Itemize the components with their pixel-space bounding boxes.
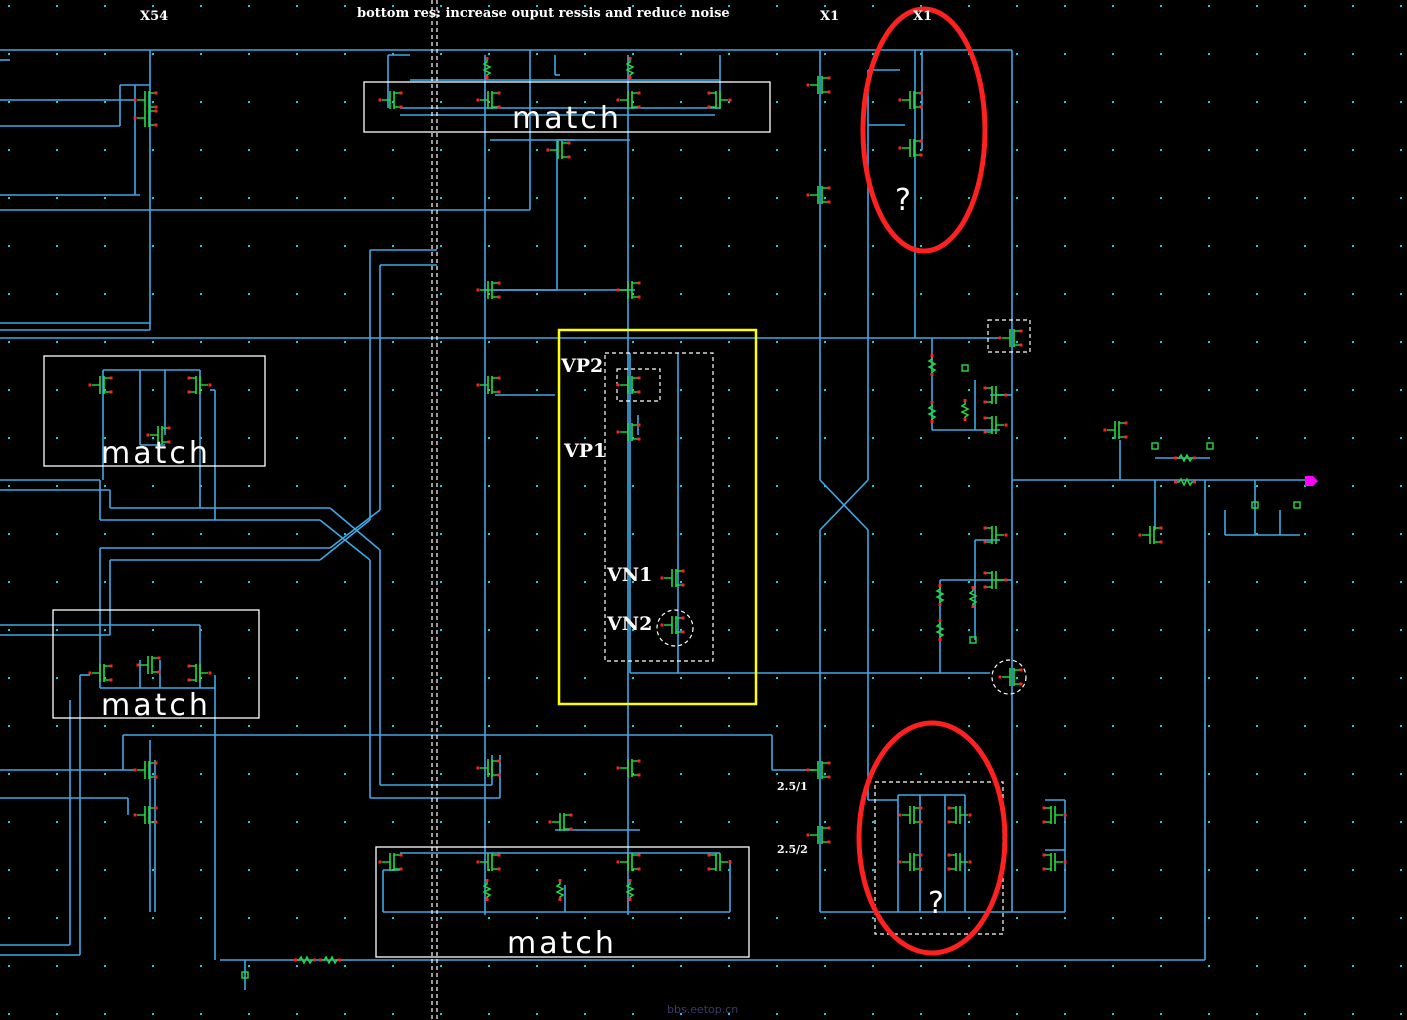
transistor-icon — [983, 571, 1008, 589]
size-label-a: 2.5/1 — [777, 780, 808, 793]
yellow-highlight-box — [557, 328, 758, 706]
resistor-icon — [960, 399, 970, 421]
transistor-icon — [806, 186, 831, 204]
transistor-icon — [898, 91, 923, 109]
output-pin-icon[interactable] — [1305, 476, 1318, 486]
transistor-icon — [898, 853, 923, 871]
resistor-icon — [294, 955, 316, 965]
net-label-vn1: VN1 — [607, 564, 653, 586]
transistor-icon — [616, 281, 641, 299]
transistor-icon — [136, 656, 161, 674]
transistor-icon — [1042, 806, 1067, 824]
pin-icon — [1151, 442, 1159, 450]
transistor-icon — [378, 91, 403, 109]
transistor-icon — [616, 759, 641, 777]
resistor-icon — [482, 57, 492, 79]
devices — [88, 57, 1301, 979]
label-x1-left: X1 — [820, 9, 840, 24]
grid-dots — [8, 5, 1402, 1015]
match-label-left1: match — [101, 436, 211, 471]
transistor-icon — [806, 76, 831, 94]
transistor-icon — [146, 426, 171, 444]
transistor-icon — [133, 91, 158, 109]
question-mark-bottom: ? — [928, 886, 944, 921]
resistor-icon — [927, 401, 937, 423]
pin-icon — [969, 636, 977, 644]
transistor-icon — [898, 806, 923, 824]
transistor-icon — [476, 853, 501, 871]
transistor-icon — [983, 416, 1008, 434]
net-label-vp2: VP2 — [561, 355, 604, 377]
resistor-icon — [625, 57, 635, 79]
resistor-icon — [555, 879, 565, 901]
transistor-icon — [133, 806, 158, 824]
net-label-vp1: VP1 — [564, 440, 607, 462]
resistor-icon — [482, 879, 492, 901]
transistor-icon — [1042, 853, 1067, 871]
transistor-icon — [88, 664, 113, 682]
transistor-icon — [548, 813, 573, 831]
transistor-icon — [187, 664, 212, 682]
resistor-icon — [935, 619, 945, 641]
net-label-vn2: VN2 — [607, 613, 653, 635]
transistor-icon — [476, 91, 501, 109]
transistor-icon — [660, 569, 685, 587]
label-x1-right: X1 — [913, 9, 933, 24]
transistor-icon — [947, 853, 972, 871]
transistor-icon — [983, 386, 1008, 404]
resistor-icon — [927, 354, 937, 376]
resistor-icon — [319, 955, 341, 965]
transistor-icon — [983, 526, 1008, 544]
match-boxes — [43, 81, 771, 958]
transistor-icon — [133, 761, 158, 779]
pin-icon — [1293, 501, 1301, 509]
dashed-boxes — [431, 0, 1031, 1020]
label-x54: X54 — [140, 9, 169, 24]
transistor-icon — [616, 853, 641, 871]
match-label-top: match — [512, 101, 622, 136]
transistor-icon — [133, 109, 158, 127]
transistor-icon — [898, 139, 923, 157]
question-mark-top: ? — [895, 183, 911, 218]
resistor-icon — [968, 586, 978, 608]
transistor-icon — [1103, 421, 1128, 439]
transistor-icon — [88, 376, 113, 394]
transistor-icon — [378, 853, 403, 871]
transistor-icon — [187, 376, 212, 394]
transistor-icon — [707, 91, 732, 109]
transistor-icon — [1138, 526, 1163, 544]
transistor-icon — [707, 853, 732, 871]
transistor-icon — [616, 376, 641, 394]
transistor-icon — [616, 423, 641, 441]
header-note: bottom res: increase ouput ressis and re… — [357, 6, 730, 21]
resistor-icon — [625, 879, 635, 901]
transistor-icon — [998, 329, 1023, 347]
red-highlight-ellipse-top — [860, 6, 988, 254]
transistor-icon — [476, 376, 501, 394]
transistor-icon — [660, 616, 685, 634]
resistor-icon — [1174, 477, 1196, 487]
match-label-left2: match — [101, 688, 211, 723]
transistor-icon — [806, 761, 831, 779]
match-label-bottom: match — [507, 926, 617, 961]
transistor-icon — [616, 91, 641, 109]
pin-icon — [961, 364, 969, 372]
transistor-icon — [998, 668, 1023, 686]
resistor-icon — [935, 584, 945, 606]
watermark: bbs.eetop.cn — [667, 1003, 739, 1016]
transistor-icon — [476, 759, 501, 777]
resistor-icon — [1174, 453, 1196, 463]
pin-icon — [1251, 501, 1259, 509]
pin-icon — [1206, 442, 1214, 450]
transistor-icon — [546, 141, 571, 159]
red-highlight-ellipse-bottom — [856, 720, 1008, 956]
wires — [0, 49, 1305, 990]
size-label-b: 2.5/2 — [777, 843, 808, 856]
transistor-icon — [806, 826, 831, 844]
transistor-icon — [476, 281, 501, 299]
pin-icon — [241, 971, 249, 979]
transistor-icon — [947, 806, 972, 824]
